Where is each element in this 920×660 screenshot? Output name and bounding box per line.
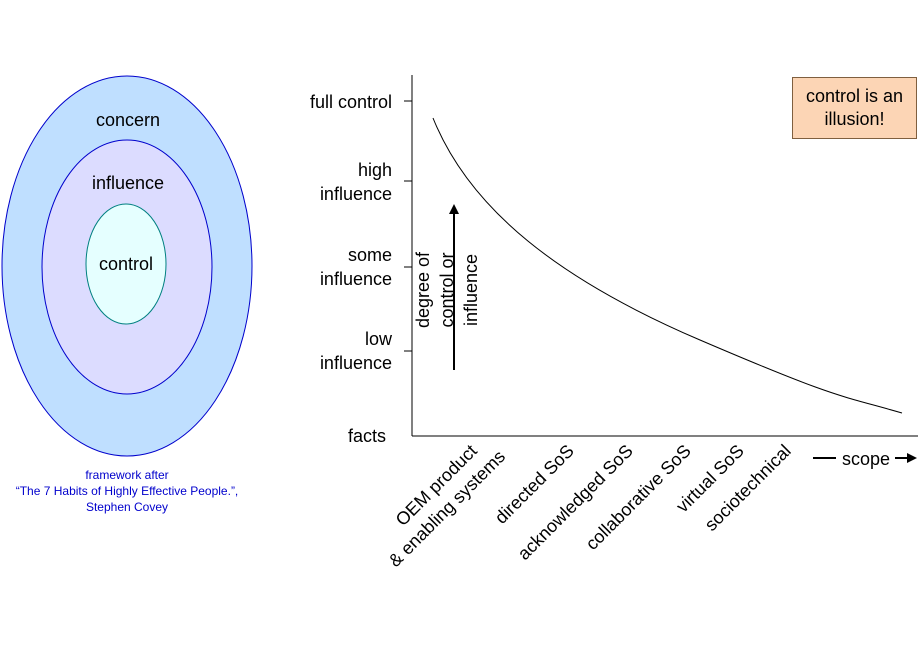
control-label: control [99,254,153,274]
control-scope-graph: full control high influence some influen… [310,75,918,571]
callout-line-2: illusion! [824,109,885,129]
circle-of-control [85,203,167,325]
x-category-oem: OEM product & enabling systems [385,441,510,571]
y-title-line-2: control or [437,252,457,327]
callout-line-1: control is an [805,86,904,106]
framework-caption: framework after “The 7 Habits of Highly … [16,468,239,514]
y-title-line-3: influence [461,254,481,326]
caption-line-2: “The 7 Habits of Highly Effective People… [16,484,239,498]
y-title-line-1: degree of [413,251,433,328]
y-level-some-line-1: some [348,245,392,265]
y-level-full-control: full control [310,92,392,112]
y-level-high-line-2: influence [320,184,392,204]
y-axis-title: degree of control or influence [413,251,481,328]
control-curve [432,117,903,414]
illusion-callout-box: control is an illusion! [792,77,917,139]
caption-line-3: Stephen Covey [86,500,168,514]
y-level-high-line-1: high [358,160,392,180]
x-axis-title: scope [842,449,890,469]
y-level-facts: facts [348,426,386,446]
y-level-some-line-2: influence [320,269,392,289]
concern-influence-control-model: concern influence control [1,75,253,457]
y-level-low-line-2: influence [320,353,392,373]
y-level-low-line-1: low [365,329,393,349]
caption-line-1: framework after [85,468,168,482]
concern-label: concern [96,110,160,130]
influence-label: influence [92,173,164,193]
